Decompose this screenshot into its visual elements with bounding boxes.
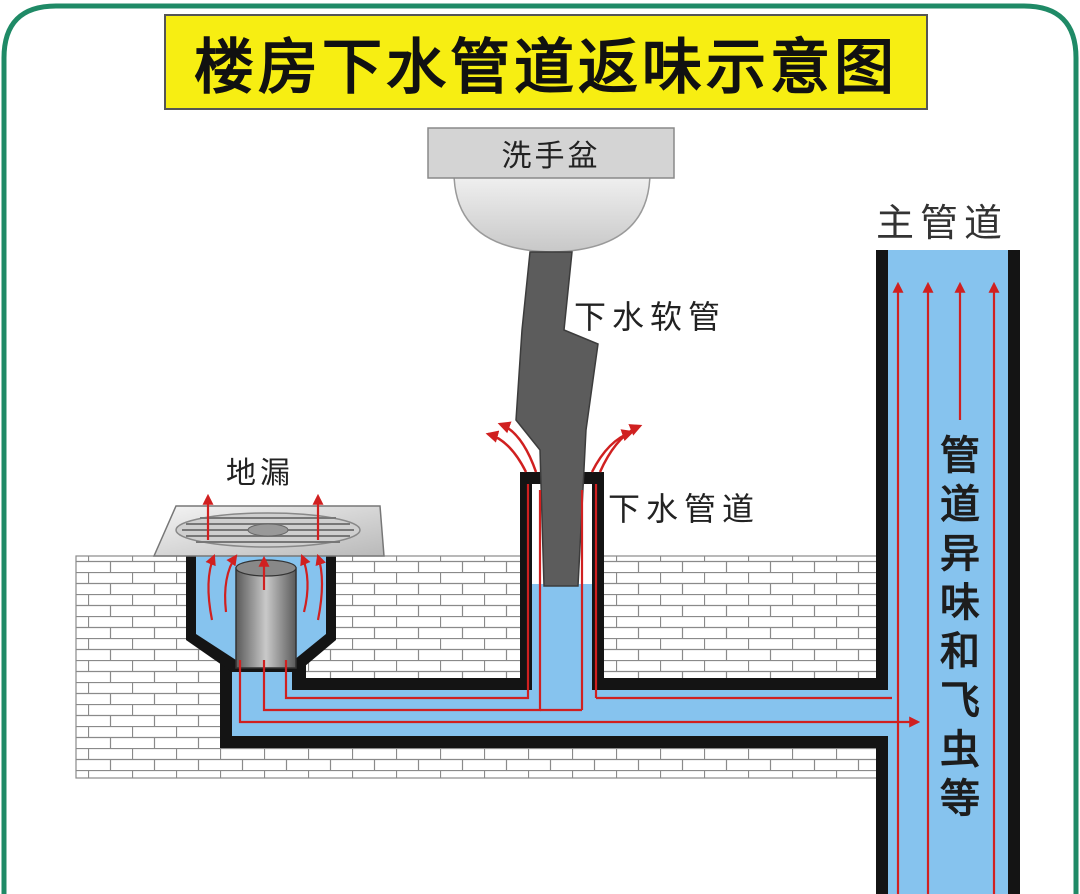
floor-drain bbox=[152, 505, 385, 672]
floor-drain-label: 地漏 bbox=[226, 456, 294, 491]
drain-hose bbox=[515, 251, 599, 587]
drain-pipe-label: 下水管道 bbox=[608, 490, 761, 528]
main-pipe-label: 主管道 bbox=[876, 201, 1009, 245]
outer-frame bbox=[1, 3, 1079, 894]
hose-label: 下水软管 bbox=[574, 298, 727, 336]
caption-char: 味 bbox=[940, 580, 980, 626]
caption-char: 和 bbox=[940, 629, 980, 675]
caption-char: 虫 bbox=[940, 727, 980, 773]
vertical-caption: 管 道 异 味 和 飞 虫 等 bbox=[936, 432, 984, 824]
airflow-main-pipe bbox=[892, 281, 1000, 894]
basin-label: 洗手盆 bbox=[501, 139, 601, 174]
airflow-floor-drain bbox=[202, 493, 326, 621]
airflow-drain-stack bbox=[485, 421, 643, 473]
caption-char: 管 bbox=[940, 433, 980, 479]
page-title: 楼房下水管道返味示意图 bbox=[194, 32, 898, 103]
caption-char: 飞 bbox=[940, 678, 980, 724]
caption-char: 异 bbox=[940, 531, 980, 577]
caption-char: 等 bbox=[940, 776, 980, 822]
title-banner: 楼房下水管道返味示意图 bbox=[164, 14, 928, 110]
caption-char: 道 bbox=[940, 482, 980, 528]
airflow-horizontal bbox=[238, 484, 921, 728]
main-pipe bbox=[876, 250, 1020, 894]
wash-basin bbox=[427, 127, 675, 253]
horizontal-pipe bbox=[220, 472, 890, 748]
